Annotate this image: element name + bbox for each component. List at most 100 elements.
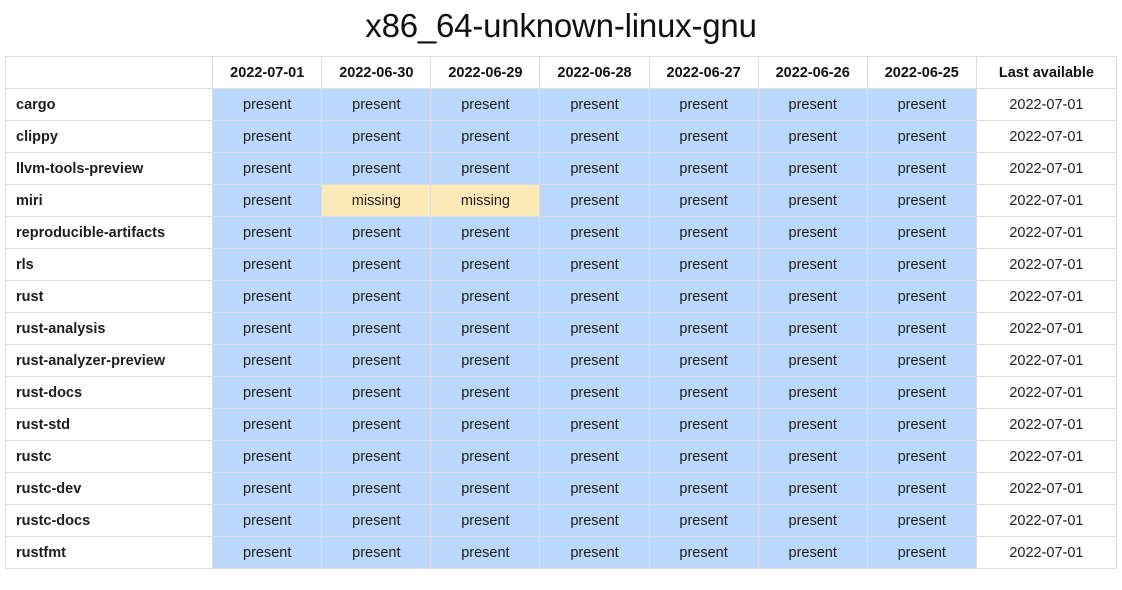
- status-cell: present: [539, 184, 650, 217]
- table-row: rust-analyzer-preview present present prese…: [4, 344, 1118, 377]
- status-cell: present: [866, 152, 977, 185]
- table-container: 2022-07-01 2022-06-30 2022-06-29 2022-06…: [0, 56, 1122, 569]
- status-cell: present: [648, 184, 759, 217]
- status-cell: present: [430, 152, 541, 185]
- status-cell: present: [757, 88, 868, 121]
- status-cell: present: [212, 312, 323, 345]
- status-cell: present: [648, 344, 759, 377]
- last-available-cell: 2022-07-01: [975, 184, 1118, 217]
- status-cell: present: [757, 120, 868, 153]
- status-cell: present: [648, 440, 759, 473]
- package-availability-table: 2022-07-01 2022-06-30 2022-06-29 2022-06…: [4, 56, 1118, 569]
- page-title: x86_64-unknown-linux-gnu: [365, 7, 757, 44]
- package-name-cell: cargo: [4, 88, 214, 121]
- status-cell: missing: [430, 184, 541, 217]
- status-cell: present: [321, 248, 432, 281]
- status-cell: present: [648, 88, 759, 121]
- status-cell: present: [866, 120, 977, 153]
- package-name-cell: reproducible-artifacts: [4, 216, 214, 249]
- status-cell: present: [539, 472, 650, 505]
- status-cell: present: [757, 248, 868, 281]
- status-cell: present: [539, 408, 650, 441]
- status-cell: present: [757, 440, 868, 473]
- status-cell: present: [321, 376, 432, 409]
- status-cell: present: [866, 280, 977, 313]
- header-date-5: 2022-06-26: [757, 56, 868, 89]
- status-cell: present: [321, 408, 432, 441]
- last-available-cell: 2022-07-01: [975, 312, 1118, 345]
- status-cell: present: [212, 472, 323, 505]
- status-cell: present: [539, 536, 650, 569]
- status-cell: present: [757, 408, 868, 441]
- last-available-cell: 2022-07-01: [975, 280, 1118, 313]
- status-cell: present: [757, 184, 868, 217]
- status-cell: present: [212, 248, 323, 281]
- status-cell: present: [430, 440, 541, 473]
- status-cell: present: [539, 120, 650, 153]
- status-cell: present: [539, 216, 650, 249]
- status-cell: present: [539, 376, 650, 409]
- status-cell: present: [866, 216, 977, 249]
- package-name-cell: rls: [4, 248, 214, 281]
- status-cell: present: [430, 88, 541, 121]
- status-cell: present: [539, 88, 650, 121]
- status-cell: present: [212, 408, 323, 441]
- status-cell: present: [648, 312, 759, 345]
- status-cell: present: [321, 536, 432, 569]
- status-cell: present: [757, 216, 868, 249]
- status-cell: present: [212, 216, 323, 249]
- package-name-cell: rustfmt: [4, 536, 214, 569]
- status-cell: present: [430, 536, 541, 569]
- package-name-cell: rustc-docs: [4, 504, 214, 537]
- status-cell: present: [430, 216, 541, 249]
- status-cell: present: [648, 376, 759, 409]
- status-cell: present: [648, 248, 759, 281]
- status-cell: present: [648, 504, 759, 537]
- last-available-cell: 2022-07-01: [975, 376, 1118, 409]
- status-cell: present: [321, 312, 432, 345]
- package-name-cell: clippy: [4, 120, 214, 153]
- last-available-cell: 2022-07-01: [975, 472, 1118, 505]
- last-available-cell: 2022-07-01: [975, 248, 1118, 281]
- status-cell: present: [866, 344, 977, 377]
- status-cell: present: [321, 216, 432, 249]
- status-cell: present: [757, 312, 868, 345]
- status-cell: present: [430, 472, 541, 505]
- status-cell: present: [648, 408, 759, 441]
- package-name-cell: rust-docs: [4, 376, 214, 409]
- last-available-cell: 2022-07-01: [975, 88, 1118, 121]
- status-cell: present: [866, 440, 977, 473]
- status-cell: present: [212, 376, 323, 409]
- status-cell: present: [539, 504, 650, 537]
- package-name-cell: rust-std: [4, 408, 214, 441]
- status-cell: present: [321, 440, 432, 473]
- package-name-cell: rustc: [4, 440, 214, 473]
- status-cell: present: [321, 152, 432, 185]
- package-name-cell: rust-analyzer-preview: [4, 344, 214, 377]
- package-name-cell: rust: [4, 280, 214, 313]
- status-cell: present: [757, 472, 868, 505]
- package-name-cell: rustc-dev: [4, 472, 214, 505]
- status-cell: present: [212, 536, 323, 569]
- header-row: 2022-07-01 2022-06-30 2022-06-29 2022-06…: [4, 56, 1118, 89]
- status-cell: present: [212, 440, 323, 473]
- status-cell: present: [757, 536, 868, 569]
- status-cell: present: [866, 504, 977, 537]
- status-cell: present: [430, 344, 541, 377]
- status-cell: present: [539, 152, 650, 185]
- status-cell: present: [430, 280, 541, 313]
- status-cell: present: [321, 472, 432, 505]
- status-cell: present: [321, 120, 432, 153]
- status-cell: present: [648, 152, 759, 185]
- last-available-cell: 2022-07-01: [975, 216, 1118, 249]
